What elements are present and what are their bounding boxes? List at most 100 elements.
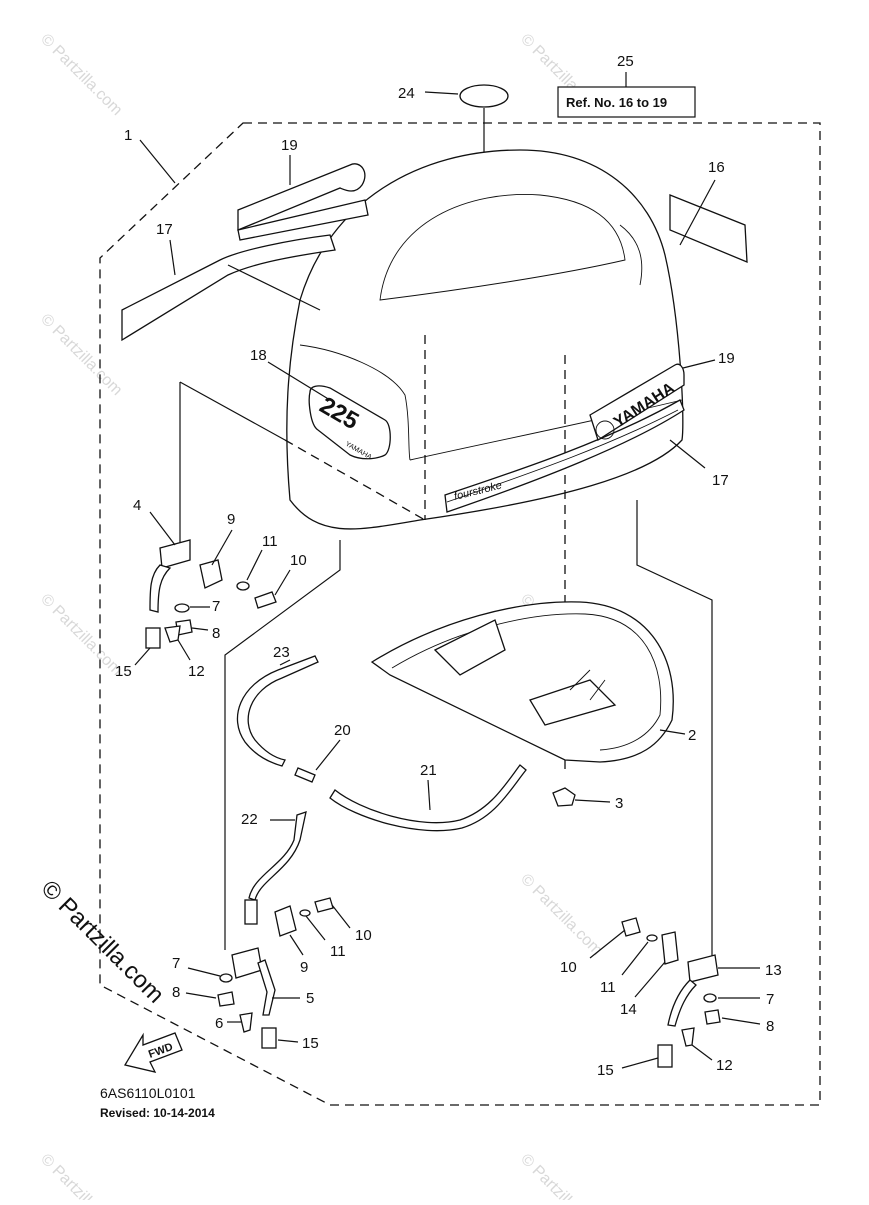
leader-line: [427, 779, 431, 811]
model-badge: [308, 385, 391, 460]
brand-decal: [589, 363, 685, 442]
spacer-part: [145, 627, 161, 649]
callout-6: 6: [215, 1015, 223, 1032]
callout-13: 13: [765, 962, 782, 979]
leader-line: [185, 992, 217, 999]
watermark-text: © Partzilla.com: [37, 311, 125, 399]
lower-right-latch-group: [621, 917, 721, 1068]
lower-left-latch-group: [217, 897, 334, 1049]
leader-line: [682, 359, 716, 369]
emblem-ring-part: [459, 84, 509, 108]
washer-part: [236, 581, 250, 591]
forward-direction-arrow: FWD: [123, 1032, 183, 1073]
bolt-part: [621, 917, 641, 937]
leader-line: [621, 1057, 659, 1069]
callout-21: 21: [420, 762, 437, 779]
grommet-part: [164, 625, 181, 643]
callout-19-right: 19: [718, 350, 735, 367]
nut-part: [552, 787, 576, 807]
guide-line: [224, 540, 341, 950]
revision-date: Revised: 10-14-2014: [100, 1106, 215, 1120]
diagram-code: 6AS6110L0101: [100, 1085, 196, 1101]
callout-23: 23: [273, 644, 290, 661]
leader-line: [211, 529, 233, 566]
hose-group: [236, 655, 527, 925]
callout-8-lower-right: 8: [766, 1018, 774, 1035]
side-decal-upper-part: [237, 163, 366, 231]
leader-line: [659, 729, 686, 735]
callout-7-lower-left: 7: [172, 955, 180, 972]
watermark-text: © Partzilla.com: [517, 1151, 605, 1200]
callout-17-right: 17: [712, 472, 729, 489]
bolt-part: [254, 591, 277, 609]
leader-line: [149, 511, 176, 546]
callout-7: 7: [212, 598, 220, 615]
leader-line: [691, 1044, 713, 1061]
callout-9-lower-left: 9: [300, 959, 308, 976]
callout-14: 14: [620, 1001, 637, 1018]
leader-line: [634, 961, 666, 998]
leader-line: [331, 904, 351, 929]
leader-line: [169, 239, 176, 276]
callout-10: 10: [290, 552, 307, 569]
callout-11-lower-right: 11: [600, 979, 616, 996]
rear-decal-part: [669, 194, 748, 263]
leader-line: [721, 1017, 761, 1025]
nut-part: [704, 1009, 721, 1025]
callout-2: 2: [688, 727, 696, 744]
callout-22: 22: [241, 811, 258, 828]
top-cowling-part: fourstroke 225 YAMAHA YAMAHA: [284, 149, 685, 770]
callout-4: 4: [133, 497, 141, 514]
leader-line: [274, 569, 291, 596]
leader-line: [191, 627, 209, 631]
washer-part: [219, 973, 233, 983]
nut-part: [217, 991, 235, 1007]
t-joint-part: [294, 767, 316, 783]
spacer-part: [657, 1044, 673, 1068]
leader-line: [574, 799, 611, 803]
spacer-part: [261, 1027, 277, 1049]
leader-line: [279, 659, 291, 666]
callout-16: 16: [708, 159, 725, 176]
callout-17: 17: [156, 221, 173, 238]
guide-line: [179, 381, 286, 441]
stripe-decal: [444, 399, 685, 513]
leader-line: [289, 934, 304, 956]
latch-bracket-part: [661, 931, 679, 965]
cowling-inlet: [529, 679, 617, 726]
grommet-part: [239, 1012, 253, 1033]
callout-15: 15: [115, 663, 132, 680]
callout-15-lower-right: 15: [597, 1062, 614, 1079]
bolt-part: [314, 897, 334, 913]
callout-25: 25: [617, 53, 634, 70]
assembly-outline: [99, 122, 821, 1106]
washer-part: [174, 603, 190, 613]
side-decal-upper-strip: [237, 199, 369, 241]
latch-bracket-part: [199, 559, 223, 589]
callout-7-lower-right: 7: [766, 991, 774, 1008]
watermark-text: © Partzilla.com: [37, 31, 125, 119]
leader-line: [139, 139, 176, 184]
leader-line: [305, 915, 326, 941]
callout-19: 19: [281, 137, 298, 154]
callout-12: 12: [188, 663, 205, 680]
leader-line: [621, 941, 649, 976]
leader-line: [315, 739, 341, 771]
leader-line: [589, 929, 626, 959]
watermark-text: © Partzilla.com: [37, 1151, 125, 1200]
tuning-fork-logo: [595, 420, 615, 440]
latch-bracket-part: [274, 905, 297, 937]
callout-11-lower-left: 11: [330, 943, 346, 960]
reference-box: [557, 86, 696, 118]
latch-rod-part: [257, 959, 276, 1016]
bottom-cowling-part: [370, 601, 674, 763]
leader-line: [187, 967, 221, 977]
washer-part: [646, 934, 658, 942]
washer-part: [299, 909, 311, 917]
leader-line: [177, 639, 191, 661]
fwd-arrow-icon: [123, 1032, 183, 1073]
grommet-part: [681, 1027, 695, 1047]
reference-note: Ref. No. 16 to 19: [566, 95, 667, 110]
